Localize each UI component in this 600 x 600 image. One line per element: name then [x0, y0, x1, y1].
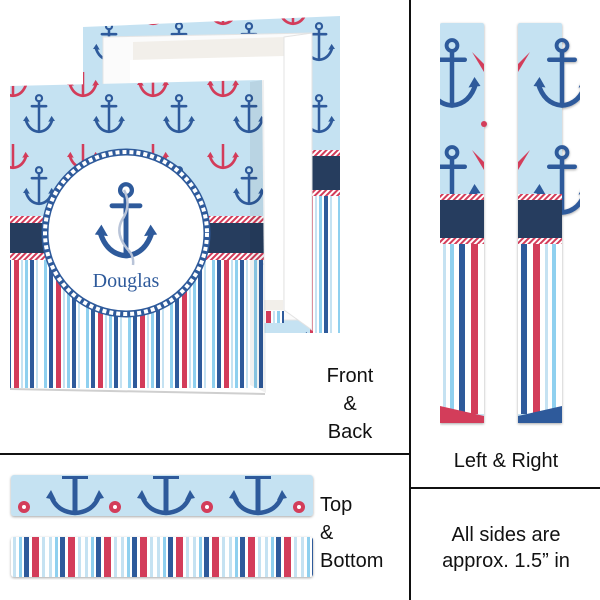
top-bottom-label: Top & Bottom — [320, 492, 410, 574]
top-bottom-label-line1: Top — [320, 494, 353, 516]
left-right-side-strips — [440, 20, 580, 430]
front-back-label-line2: & — [343, 393, 357, 415]
front-back-canvas-illustration — [10, 16, 340, 395]
top-bottom-label-line2: & — [320, 522, 334, 544]
horizontal-divider-left — [0, 453, 410, 455]
horizontal-divider-right — [410, 487, 600, 489]
bottom-side-strip — [11, 537, 313, 577]
top-bottom-label-line3: Bottom — [320, 550, 384, 572]
front-back-label-line3: Back — [327, 421, 373, 443]
dimension-note-line2: approx. 1.5” in — [442, 550, 570, 572]
personalized-name: Douglas — [92, 270, 160, 292]
vertical-divider — [409, 0, 411, 600]
left-right-label: Left & Right — [453, 450, 559, 472]
top-side-strip — [11, 475, 313, 516]
front-back-label-line1: Front — [326, 365, 374, 387]
dimension-note: All sides are approx. 1.5” in — [412, 522, 600, 574]
top-bottom-strips — [8, 470, 318, 580]
right-side-strip — [518, 23, 580, 423]
left-side-strip — [440, 23, 487, 423]
front-back-label: Front & Back — [305, 363, 395, 445]
dimension-note-line1: All sides are — [451, 524, 561, 546]
